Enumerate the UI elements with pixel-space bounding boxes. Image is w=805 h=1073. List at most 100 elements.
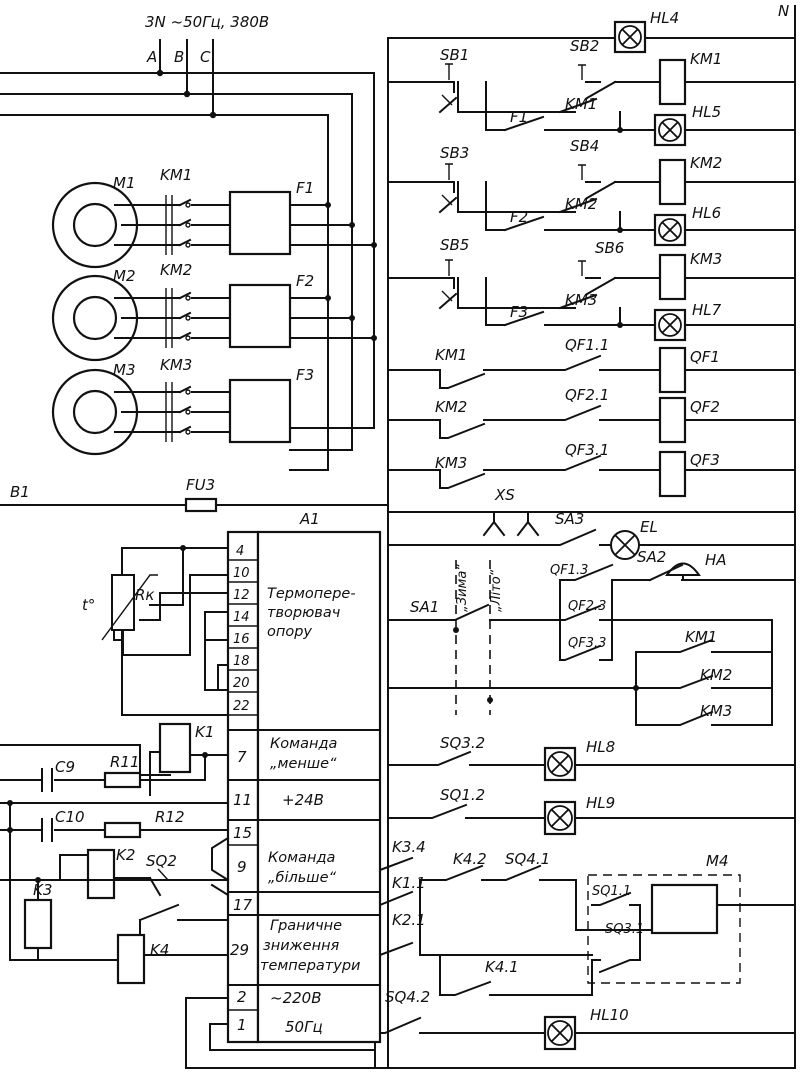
sb3-label: SB3 (440, 144, 469, 162)
control-circuit: HL4 (387, 9, 796, 1069)
km2b-label: KM2 (700, 666, 732, 684)
phase-a-label: A (146, 48, 157, 66)
terminal-9: 9 (237, 858, 247, 876)
r12-label: R12 (155, 808, 185, 826)
qf-rows: KM1 QF1.1 QF1 KM2 QF2.1 QF2 KM3 QF3.1 QF… (387, 336, 796, 498)
relay-k1: K1 C9 R11 (0, 722, 229, 806)
hl9-label: HL9 (586, 794, 615, 812)
sa2-label: SA2 (637, 548, 666, 566)
cmd-less-1: Команда (270, 736, 337, 752)
qf-row2-coil: QF2 (690, 398, 720, 416)
cmd-less-2: „менше“ (270, 756, 337, 772)
km3-aux-label: KM3 (565, 291, 597, 309)
k34-label: K3.4 (392, 838, 426, 856)
hl10-label: HL10 (590, 1006, 629, 1024)
k42-label: K4.2 (453, 850, 487, 868)
control-row-3: SB5 F3 KM3 SB6 KM3 HL7 (387, 236, 796, 342)
hl8-label: HL8 (586, 738, 615, 756)
limit-1: Граничне (270, 918, 342, 934)
terminal-16: 16 (233, 632, 250, 647)
qf-row2-contact: QF2.1 (565, 386, 609, 404)
qf-row1-contact: QF1.1 (565, 336, 609, 354)
motor-m1: M1 KM1 F1 (51, 166, 377, 269)
c10-label: C10 (55, 808, 85, 826)
limit-3: температури (260, 958, 360, 974)
qf33-label: QF3.3 (568, 636, 606, 651)
sensor-t-label: t° (82, 596, 95, 614)
f1-label: F1 (296, 179, 314, 197)
fuse-label: FU3 (186, 476, 215, 494)
rk-label: Rк (135, 586, 154, 604)
limit-2: зниження (263, 938, 340, 954)
sq32-label: SQ3.2 (440, 734, 485, 752)
sq31-label: SQ3.1 (605, 922, 644, 937)
motor-m3: M3 KM3 F3 (51, 356, 375, 471)
hz-label: 50Гц (285, 1018, 323, 1036)
km2-main-label: KM2 (160, 261, 192, 279)
control-row-2: SB3 F2 KM2 SB4 KM2 HL6 (387, 137, 796, 247)
f3-aux-label: F3 (510, 303, 528, 321)
qf-row3-km: KM3 (435, 454, 467, 472)
km1-main-label: KM1 (160, 166, 192, 184)
km3-main-label: KM3 (160, 356, 192, 374)
km3-coil-label: KM3 (690, 250, 722, 268)
hl6-label: HL6 (692, 204, 721, 222)
el-label: EL (640, 518, 658, 536)
neutral-label: N (778, 2, 789, 20)
phase-b-label: B (174, 48, 184, 66)
c9-label: C9 (55, 758, 75, 776)
a1-terminals: 4 10 12 14 16 18 20 22 (233, 544, 250, 714)
fuse-fu3 (184, 497, 218, 513)
cmd-more-1: Команда (268, 850, 335, 866)
k3-label: K3 (33, 881, 52, 899)
k41-label: K4.1 (485, 958, 519, 976)
transducer-line3: опору (267, 624, 312, 640)
ha-label: HA (705, 551, 727, 569)
sb4-label: SB4 (570, 137, 599, 155)
terminal-15: 15 (233, 824, 252, 842)
terminal-17: 17 (233, 896, 253, 914)
sa1-label: SA1 (410, 598, 439, 616)
terminal-10: 10 (233, 566, 250, 581)
qf-row1-coil: QF1 (690, 348, 720, 366)
qf-row3-coil: QF3 (690, 451, 720, 469)
v220-label: ~220В (270, 989, 322, 1007)
terminal-20: 20 (233, 676, 250, 691)
k4-label: K4 (150, 941, 169, 959)
km2-aux-label: KM2 (565, 195, 597, 213)
km1b-label: KM1 (685, 628, 717, 646)
transducer-line1: Термопере- (267, 586, 356, 602)
k2-label: K2 (116, 846, 135, 864)
k21-label: K2.1 (392, 911, 426, 929)
m4-label: M4 (706, 852, 729, 870)
zyma-label: „Зима“ (455, 564, 470, 612)
phase-c-label: C (200, 48, 211, 66)
sq2-label: SQ2 (146, 852, 177, 870)
hl7-label: HL7 (692, 301, 722, 319)
relay-k2-k3-k4: C10 R12 K2 SQ2 K3 K4 (0, 802, 230, 985)
sq41-label: SQ4.1 (505, 850, 550, 868)
qf-row3-contact: QF3.1 (565, 441, 609, 459)
sq42-label: SQ4.2 (385, 988, 430, 1006)
terminal-29: 29 (230, 941, 249, 959)
qf-row2-km: KM2 (435, 398, 467, 416)
km1-aux-label: KM1 (565, 95, 597, 113)
f1-aux-label: F1 (510, 108, 528, 126)
sq12-label: SQ1.2 (440, 786, 485, 804)
v24-label: +24В (282, 791, 324, 809)
terminal-7: 7 (237, 748, 247, 766)
supply-spec: 3N ~50Гц, 380В (145, 13, 269, 31)
km3b-label: KM3 (700, 702, 732, 720)
terminal-22: 22 (233, 699, 250, 714)
a1-controller: A1 4 10 12 14 16 18 20 22 Термопере- тво… (185, 510, 382, 1069)
terminal-12: 12 (233, 588, 250, 603)
a1-label: A1 (299, 510, 320, 528)
xs-label: XS (494, 486, 515, 504)
k1-label: K1 (195, 723, 214, 741)
b1-label: B1 (10, 483, 30, 501)
terminal-1: 1 (237, 1016, 247, 1034)
qf23-label: QF2.3 (568, 599, 606, 614)
terminal-2: 2 (237, 988, 247, 1006)
